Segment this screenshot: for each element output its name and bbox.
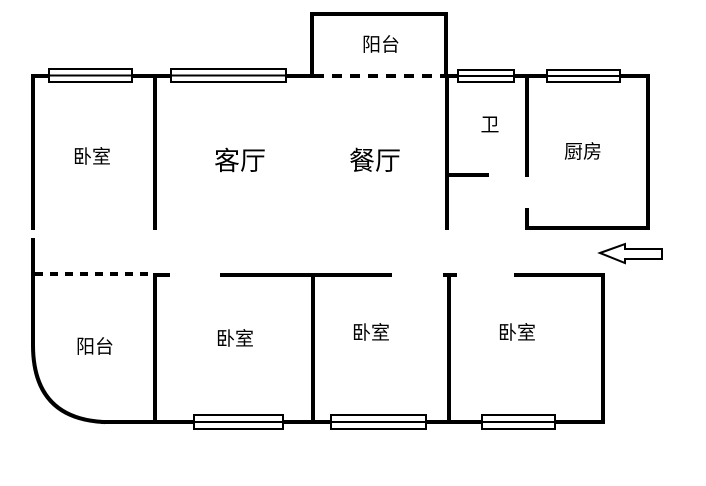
window	[457, 69, 515, 83]
window	[193, 414, 284, 430]
wall-balcony-top	[310, 12, 448, 78]
room-label-balcony-top: 阳台	[362, 34, 400, 56]
room-label-bedroom-bottom-3: 卧室	[498, 322, 536, 344]
windows	[48, 68, 621, 430]
arrow-left-icon	[597, 242, 663, 265]
dashed-lines	[35, 74, 446, 276]
wall-balcony-curve	[30, 342, 106, 425]
room-label-kitchen: 厨房	[564, 141, 602, 163]
room-label-bedroom-bottom-2: 卧室	[352, 322, 390, 344]
room-label-dining-room: 餐厅	[349, 147, 401, 177]
room-label-living-room: 客厅	[214, 147, 266, 177]
window	[546, 69, 621, 83]
window	[330, 414, 427, 430]
room-label-bathroom: 卫	[480, 114, 499, 136]
room-label-balcony-left: 阳台	[76, 336, 114, 358]
window	[48, 68, 133, 83]
room-label-bedroom-bottom-1: 卧室	[216, 328, 254, 350]
window	[481, 414, 556, 430]
window	[170, 68, 287, 83]
walls	[30, 12, 650, 425]
room-label-bedroom-top-left: 卧室	[73, 146, 111, 168]
